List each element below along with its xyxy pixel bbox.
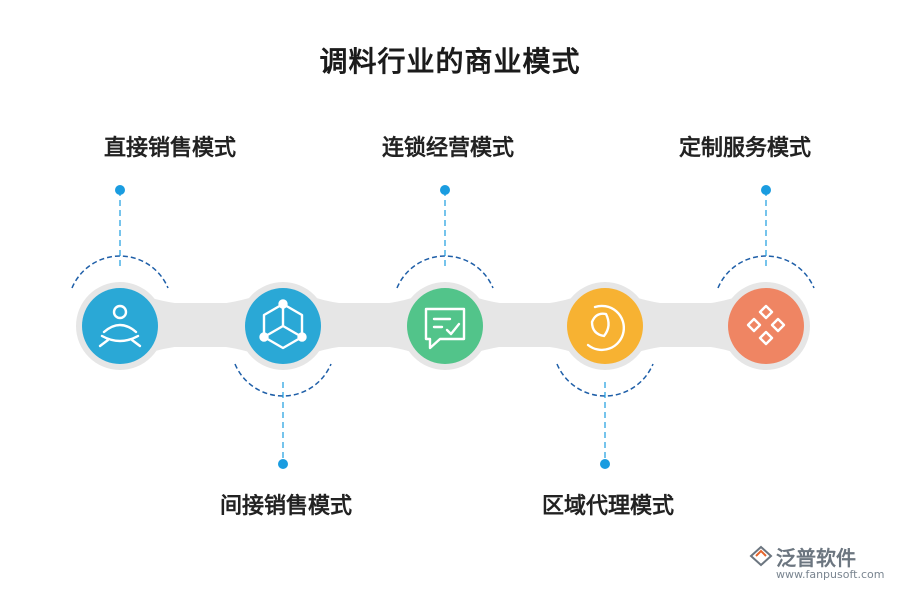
chat-check-icon	[424, 307, 466, 350]
diamond-grid-icon	[746, 304, 786, 346]
connector-direct-sales	[115, 185, 125, 270]
node-direct-sales	[71, 255, 169, 370]
page-title: 调料行业的商业模式	[319, 45, 581, 78]
brand-name: 泛普软件	[776, 546, 856, 570]
mode-label-indirect-sales: 间接销售模式	[219, 494, 353, 519]
person-meditate-icon	[98, 304, 142, 348]
mode-label-chain-operation: 连锁经营模式	[381, 136, 515, 161]
mode-label-custom-service: 定制服务模式	[678, 136, 812, 161]
connector-chain-operation	[440, 185, 450, 270]
brand-watermark: 泛普软件 www.fanpusoft.com	[748, 542, 888, 592]
node-indirect-sales	[234, 282, 332, 397]
circle-leaf-icon	[586, 304, 626, 352]
network-cube-icon	[259, 299, 307, 350]
node-chain-operation	[396, 255, 494, 370]
brand-logo-icon	[749, 545, 773, 567]
mode-label-direct-sales: 直接销售模式	[103, 136, 237, 161]
connector-regional-agency	[600, 382, 610, 469]
brand-url: www.fanpusoft.com	[776, 568, 885, 581]
node-custom-service	[717, 255, 815, 370]
connector-indirect-sales	[278, 382, 288, 469]
connector-custom-service	[761, 185, 771, 270]
node-regional-agency	[556, 282, 654, 397]
mode-label-regional-agency: 区域代理模式	[541, 494, 675, 519]
